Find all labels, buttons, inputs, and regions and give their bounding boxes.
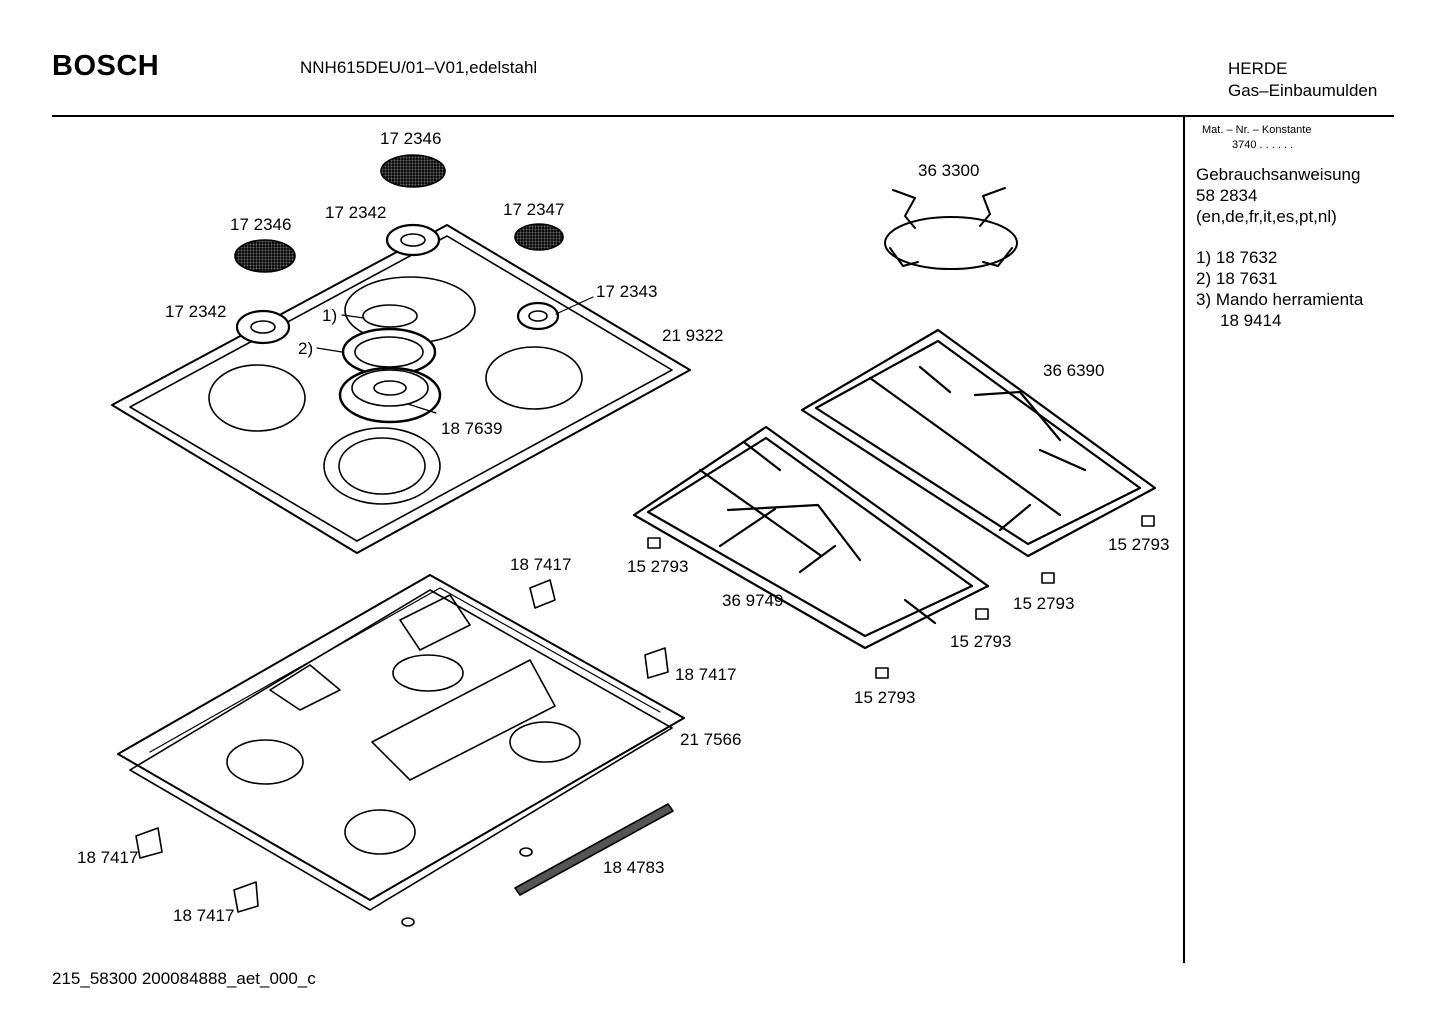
brand-logo: BOSCH [52, 50, 160, 82]
part-label: 15 2793 [950, 632, 1012, 651]
burner-cap [234, 239, 296, 273]
part-label: 17 2346 [230, 215, 292, 234]
model-number: NNH615DEU/01–V01,edelstahl [300, 58, 538, 77]
sidebar-divider [1183, 117, 1185, 963]
notes-list: 1) 18 7632 2) 18 7631 3) Mando herramien… [1196, 247, 1363, 331]
part-label: 18 7417 [675, 665, 737, 684]
material-value: 3740 . . . . . . [1232, 139, 1294, 151]
manual-block: Gebrauchsanweisung 58 2834 (en,de,fr,it,… [1196, 164, 1360, 227]
note-item: 1) 18 7632 [1196, 248, 1278, 267]
part-label: 36 9749 [722, 591, 784, 610]
part-label: 15 2793 [1013, 594, 1075, 613]
leader-lines [316, 296, 594, 414]
manual-languages: (en,de,fr,it,es,pt,nl) [1196, 207, 1337, 226]
document-code: 215_58300​ 200084888_aet_000_c [52, 969, 316, 988]
part-label: 18 4783 [603, 858, 665, 877]
part-label: 15 2793 [627, 557, 689, 576]
part-label: 18 7417 [173, 906, 235, 925]
part-label: 17 2342 [325, 203, 387, 222]
part-label: 18 7417 [77, 848, 139, 867]
header-divider [52, 115, 1394, 117]
part-label: 36 6390 [1043, 361, 1105, 380]
part-label: 21 7566 [680, 730, 742, 749]
burner-cap [514, 223, 564, 251]
wok-cap [362, 304, 418, 328]
bottom-tray [117, 574, 685, 911]
part-label: 21 9322 [662, 326, 724, 345]
note-item: 2) 18 7631 [1196, 269, 1278, 288]
part-label: 17 2343 [596, 282, 658, 301]
material-label: Mat. – Nr. – Konstante [1202, 124, 1312, 136]
part-label: 17 2346 [380, 129, 442, 148]
part-label: 1) [322, 306, 338, 325]
manual-title: Gebrauchsanweisung [1196, 165, 1361, 184]
part-label: 17 2347 [503, 200, 565, 219]
burner-head [235, 309, 291, 345]
burner-head [385, 223, 441, 257]
seal-strip [514, 803, 674, 896]
part-label: 15 2793 [854, 688, 916, 707]
burner-cap [380, 154, 446, 188]
part-label: 17 2342 [165, 302, 227, 321]
note-item: 18 9414 [1220, 311, 1282, 330]
clips [135, 579, 669, 913]
category-subtitle: Gas–Einbaumulden [1228, 81, 1378, 100]
burner-head [516, 301, 560, 331]
note-item: 3) Mando herramienta [1196, 290, 1364, 309]
exploded-parts-drawing [111, 154, 1157, 927]
pan-support-grate-right [800, 328, 1157, 558]
part-label: 36 3300 [918, 161, 980, 180]
part-label: 2) [298, 339, 314, 358]
category-block: HERDE Gas–Einbaumulden [1228, 58, 1377, 102]
manual-number: 58 2834 [1196, 186, 1258, 205]
pan-support-grate-left [632, 425, 990, 650]
rubber-feet [647, 515, 1155, 679]
pan-support-round [884, 187, 1018, 270]
part-label: 18 7417 [510, 555, 572, 574]
cooktop-plate [111, 224, 691, 554]
category-title: HERDE [1228, 59, 1288, 78]
part-label: 18 7639 [441, 419, 503, 438]
part-label: 15 2793 [1108, 535, 1170, 554]
